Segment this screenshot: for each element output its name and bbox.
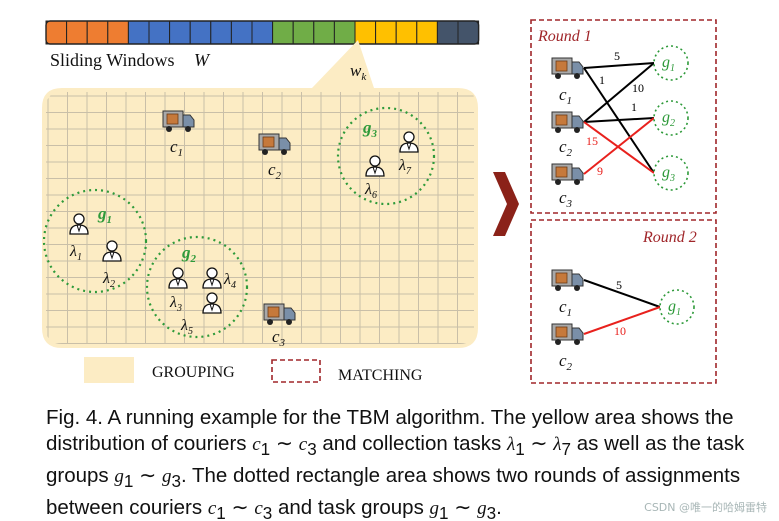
sliding-window-symbol: W [194, 50, 211, 70]
task-label-lambda4: λ4 [223, 271, 236, 291]
courier-truck-icon [551, 57, 584, 80]
task-label-lambda5: λ5 [180, 317, 193, 337]
figure-canvas: Sliding Windows W wk g1 g2 g3 c1 c2 c3 λ… [42, 19, 717, 384]
window-segment [107, 20, 129, 45]
window-segment [86, 20, 109, 45]
window-segment [333, 20, 356, 45]
window-segment [66, 20, 88, 45]
group-circle-g2 [145, 235, 249, 339]
edge-weight-label: 15 [586, 134, 598, 148]
matching-edge [583, 121, 655, 174]
task-label-lambda7: λ7 [398, 157, 412, 177]
window-segment [272, 20, 294, 45]
window-segment [313, 20, 335, 45]
window-segment [210, 20, 232, 45]
yellow-distribution-area [42, 40, 478, 348]
task-label-lambda1: λ1 [69, 243, 82, 263]
figure-caption: Fig. 4. A running example for the TBM al… [46, 406, 745, 521]
courier-label-c2: c2 [268, 160, 282, 182]
matching-edge [583, 117, 655, 123]
courier-label-c1: c1 [170, 137, 183, 159]
courier-truck-icon [551, 323, 584, 346]
group-label-g1: g1 [97, 204, 112, 226]
window-segment [292, 20, 315, 45]
round2-courier-c1: c1 [559, 297, 572, 319]
window-tag: wk [350, 61, 367, 83]
edge-weight-label: 10 [632, 81, 644, 95]
round2-courier-c2: c2 [559, 351, 573, 373]
window-segment [148, 20, 171, 45]
matching-edge [583, 62, 655, 123]
window-segment [436, 20, 459, 45]
courier-label-c3: c3 [272, 327, 286, 349]
legend-matching-swatch [271, 359, 321, 383]
round1-courier-c1: c1 [559, 85, 572, 107]
window-segment [251, 20, 274, 45]
group-circle-g3 [336, 106, 436, 206]
courier-truck-icon [551, 269, 584, 292]
round1-group-label-g3: g3 [662, 164, 675, 184]
courier-truck-icon [551, 111, 584, 134]
round1-courier-c3: c3 [559, 188, 573, 210]
round1-group-node-g2 [653, 100, 689, 136]
window-bar-outline [45, 20, 480, 45]
round1-courier-c2: c2 [559, 137, 573, 159]
window-segment [189, 20, 212, 45]
transition-arrow-icon [493, 172, 519, 236]
round1-group-node-g3 [653, 155, 689, 191]
legend-grouping-swatch [84, 357, 134, 383]
window-segment [230, 20, 253, 45]
map-grid [46, 92, 474, 344]
window-segment [45, 20, 68, 45]
edge-weight-label: 1 [599, 73, 605, 87]
matching-edge [583, 117, 655, 175]
window-segment [127, 20, 150, 45]
task-label-lambda2: λ2 [102, 270, 115, 290]
matching-edge [583, 306, 661, 335]
window-segment [395, 20, 418, 45]
edge-weight-label: 9 [597, 164, 603, 178]
task-label-lambda6: λ6 [364, 181, 377, 201]
task-label-lambda3: λ3 [169, 294, 182, 314]
courier-truck-icon [551, 163, 584, 186]
window-segment [457, 20, 480, 45]
matching-edge [583, 279, 661, 308]
window-segment [416, 20, 438, 45]
edge-weight-label: 1 [631, 100, 637, 114]
round1-group-label-g1: g1 [662, 54, 675, 74]
sliding-window-bar [45, 20, 480, 45]
round2-edges: 5 10 [583, 278, 661, 338]
round2-title: Round 2 [642, 229, 697, 246]
round2-group-node-g1 [659, 289, 695, 325]
legend-grouping-label: GROUPING [152, 364, 235, 381]
round1-box [530, 19, 717, 214]
round1-group-label-g2: g2 [662, 109, 675, 129]
window-segment [169, 20, 191, 45]
round2-group-label-g1: g1 [668, 298, 681, 318]
group-label-g3: g3 [362, 118, 378, 140]
matching-edge [583, 62, 655, 69]
edge-weight-label: 5 [616, 278, 622, 292]
legend-matching-label: MATCHING [338, 367, 423, 384]
window-segment [375, 20, 397, 45]
round1-edges: 5 10 1 1 15 9 [583, 49, 655, 178]
watermark: CSDN @唯一的哈姆雷特 [644, 501, 767, 514]
group-circle-g1 [42, 188, 148, 294]
round1-group-node-g1 [653, 45, 689, 81]
group-label-g2: g2 [181, 243, 197, 265]
round1-title: Round 1 [537, 28, 592, 45]
sliding-window-label: Sliding Windows [50, 50, 174, 70]
edge-weight-label: 5 [614, 49, 620, 63]
round2-box [530, 219, 717, 384]
edge-weight-label: 10 [614, 324, 626, 338]
